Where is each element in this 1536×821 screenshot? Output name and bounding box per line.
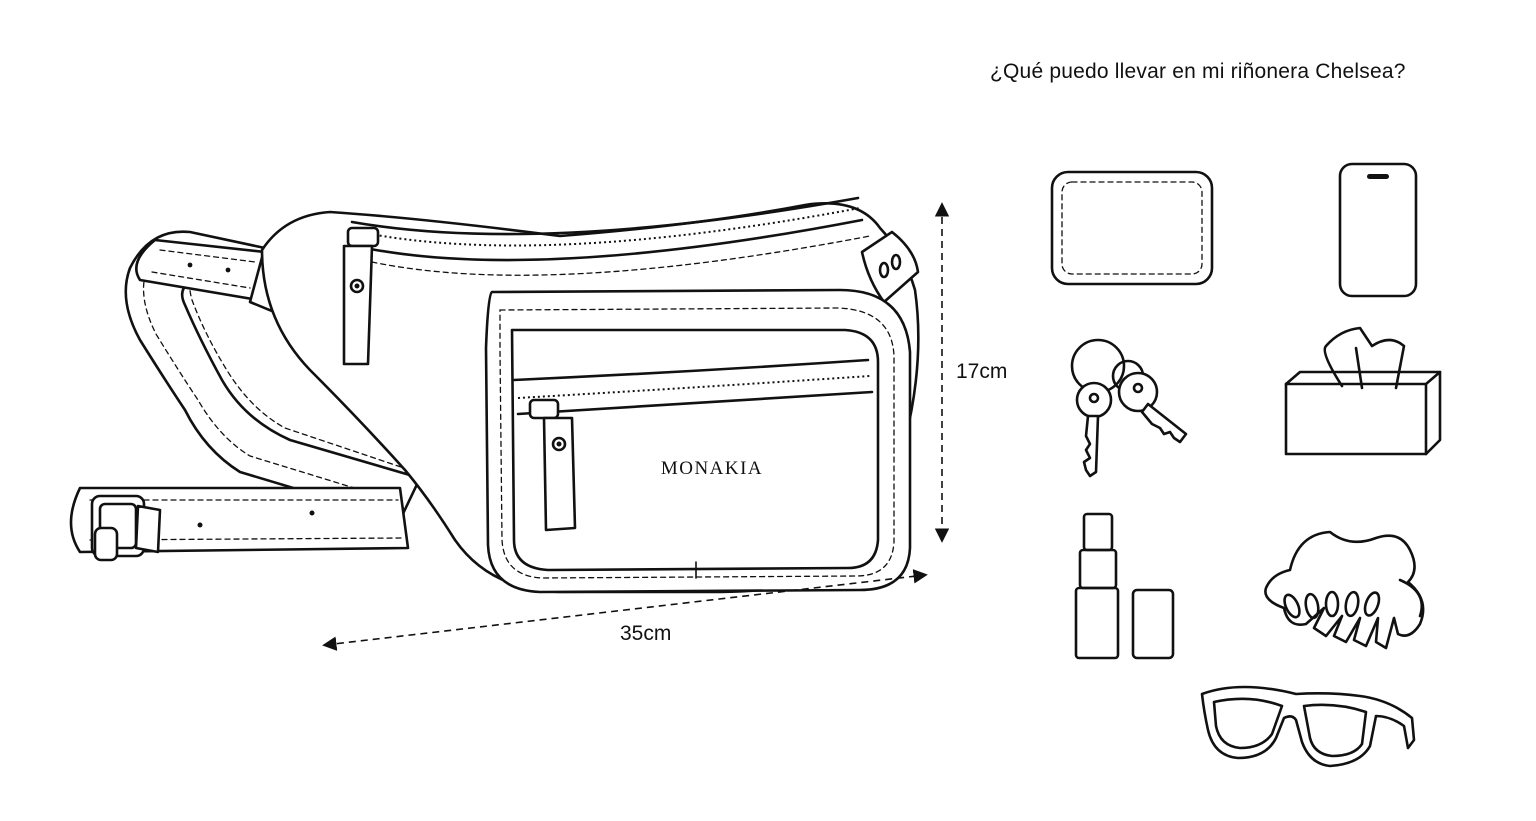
bag-front-pocket: MONAKIA xyxy=(484,288,912,594)
height-dimension: 17cm xyxy=(934,202,1007,543)
hair-clip-icon xyxy=(1264,530,1425,650)
belt-bag-illustration: MONAKIA xyxy=(69,196,920,594)
height-label: 17cm xyxy=(956,360,1007,383)
phone-icon xyxy=(1338,162,1418,298)
wallet-icon xyxy=(1050,170,1214,286)
sunglasses-icon xyxy=(1200,685,1416,768)
keys-icon xyxy=(1070,338,1188,478)
bag-buckle-strap xyxy=(69,486,410,562)
tissue-box-icon xyxy=(1284,326,1442,456)
width-label: 35cm xyxy=(620,622,671,645)
lipstick-icon xyxy=(1074,512,1175,660)
page-title: ¿Qué puedo llevar en mi riñonera Chelsea… xyxy=(990,60,1406,83)
bag-brand-logo: MONAKIA xyxy=(661,458,763,479)
width-dimension: 35cm xyxy=(322,569,928,651)
